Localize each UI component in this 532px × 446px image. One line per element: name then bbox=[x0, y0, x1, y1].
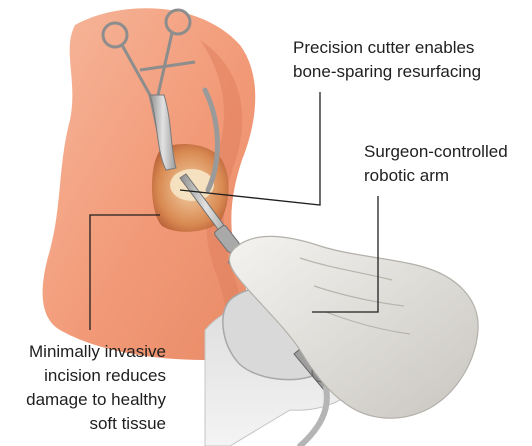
callout-robotic-arm: Surgeon-controlled robotic arm bbox=[364, 140, 508, 188]
callout-arm-line-1: Surgeon-controlled bbox=[364, 140, 508, 164]
callout-precision-cutter: Precision cutter enables bone-sparing re… bbox=[293, 36, 481, 84]
callout-cutter-line-2: bone-sparing resurfacing bbox=[293, 60, 481, 84]
callout-incision-line-1: Minimally invasive bbox=[26, 340, 166, 364]
callout-cutter-line-1: Precision cutter enables bbox=[293, 36, 481, 60]
callout-incision-line-2: incision reduces bbox=[26, 364, 166, 388]
callout-incision-line-3: damage to healthy bbox=[26, 388, 166, 412]
callout-minimally-invasive-incision: Minimally invasive incision reduces dama… bbox=[26, 340, 166, 436]
callout-arm-line-2: robotic arm bbox=[364, 164, 508, 188]
callout-incision-line-4: soft tissue bbox=[26, 412, 166, 436]
